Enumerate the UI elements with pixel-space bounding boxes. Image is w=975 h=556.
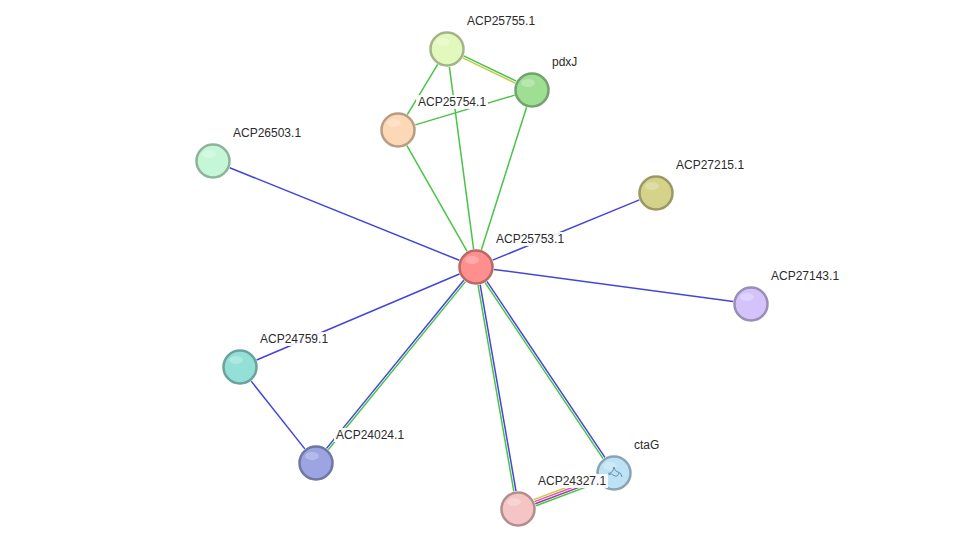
node-circle: [638, 175, 674, 211]
node-label: ACP25753.1: [494, 232, 566, 246]
interaction-edge: [463, 56, 517, 83]
interaction-edge: [327, 280, 466, 450]
evidence-line: [415, 95, 515, 125]
node-label: ACP25755.1: [465, 14, 537, 28]
node-label: ACP27215.1: [674, 158, 746, 172]
circle-highlight: [436, 38, 450, 46]
circle-shape: [516, 74, 549, 107]
node-circle: [733, 286, 769, 322]
circle-highlight: [387, 119, 401, 127]
protein-node: ACP25753.1: [458, 249, 494, 285]
node-label: ACP24327.1: [536, 474, 608, 488]
protein-node: ACP24024.1: [298, 445, 334, 481]
node-circle: [458, 249, 494, 285]
circle-shape: [735, 288, 768, 321]
node-label: ACP27143.1: [769, 269, 841, 283]
node-circle: [380, 112, 416, 148]
evidence-line: [485, 283, 603, 459]
evidence-line: [257, 274, 460, 360]
circle-highlight: [507, 498, 521, 506]
protein-node: ACP24759.1: [222, 349, 258, 385]
circle-shape: [382, 114, 415, 147]
protein-node: ACP25754.1: [380, 112, 416, 148]
interaction-edge: [493, 200, 640, 260]
circle-shape: [640, 177, 673, 210]
node-label: ACP24024.1: [334, 428, 406, 442]
protein-node: ACP25755.1: [429, 31, 465, 67]
protein-node: ACP27143.1: [733, 286, 769, 322]
evidence-line: [251, 381, 305, 449]
evidence-line: [494, 269, 733, 301]
evidence-line: [463, 58, 516, 83]
protein-node: ACP24327.1: [500, 491, 536, 527]
circle-shape: [300, 447, 333, 480]
circle-highlight: [305, 452, 319, 460]
evidence-line: [327, 280, 464, 448]
structure-sketch: [606, 467, 622, 479]
circle-shape: [431, 33, 464, 66]
evidence-line: [328, 282, 465, 450]
interaction-edge: [251, 381, 305, 449]
evidence-line: [478, 285, 514, 492]
circle-shape: [502, 493, 535, 526]
circle-highlight: [740, 293, 754, 301]
protein-node: ACP27215.1: [638, 175, 674, 211]
node-circle: [429, 31, 465, 67]
node-label: ctaG: [632, 438, 661, 452]
protein-node: pdxJ: [514, 72, 550, 108]
node-label: ACP24759.1: [258, 332, 330, 346]
interaction-edge: [230, 168, 460, 261]
interaction-edge: [415, 95, 515, 125]
circle-highlight: [521, 79, 535, 87]
circle-shape: [197, 145, 230, 178]
evidence-line: [487, 281, 605, 457]
node-circle: [298, 445, 334, 481]
circle-shape: [224, 351, 257, 384]
evidence-line: [464, 56, 517, 81]
node-label: ACP26503.1: [231, 126, 303, 140]
interaction-edge: [494, 269, 733, 301]
interaction-edge: [481, 107, 526, 250]
circle-shape: [460, 251, 493, 284]
node-circle: [222, 349, 258, 385]
circle-highlight: [465, 256, 479, 264]
interaction-edge: [485, 281, 605, 458]
evidence-line: [407, 146, 467, 252]
interaction-edge: [407, 146, 467, 252]
node-circle: [514, 72, 550, 108]
evidence-line: [493, 200, 640, 260]
evidence-line: [230, 168, 460, 261]
circle-highlight: [229, 356, 243, 364]
node-circle: [500, 491, 536, 527]
circle-highlight: [645, 182, 659, 190]
interaction-edge: [257, 274, 460, 360]
evidence-line: [481, 107, 526, 250]
node-label: ACP25754.1: [416, 95, 488, 109]
node-circle: [195, 143, 231, 179]
circle-highlight: [202, 150, 216, 158]
node-label: pdxJ: [550, 55, 579, 69]
protein-node: ACP26503.1: [195, 143, 231, 179]
